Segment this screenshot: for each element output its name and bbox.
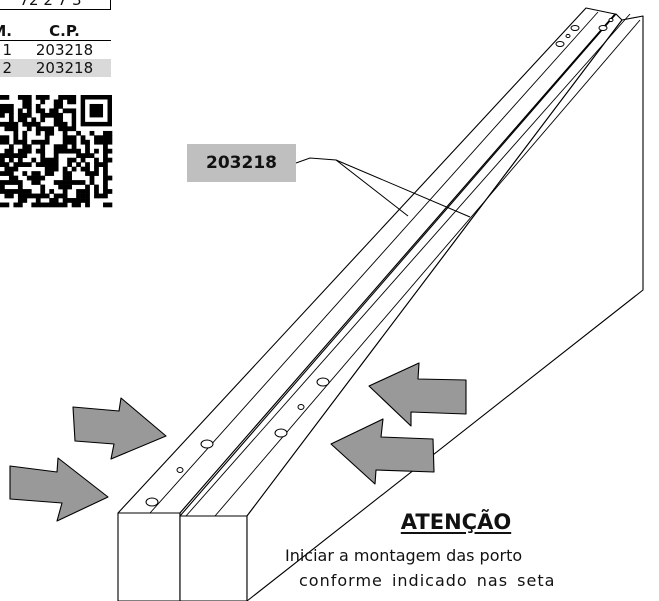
document-code-box: 72 2 7 3 (0, 0, 111, 10)
column-header-item: M. (0, 24, 18, 41)
assembly-instruction-page: 72 2 7 3 M. C.P. 1 203218 2 203218 (0, 0, 644, 601)
beam-right-front-face (179, 515, 248, 601)
column-header-code: C.P. (18, 24, 111, 41)
hole (608, 17, 614, 23)
hole (565, 33, 571, 39)
row-part-code: 203218 (35, 41, 94, 59)
hole (274, 428, 288, 438)
table-row: 1 203218 (0, 41, 111, 60)
beam-left-front-face (117, 512, 181, 601)
warning-title: ATENÇÃO (400, 510, 512, 534)
warning-text-line-1: Iniciar a montagem das porto (285, 546, 523, 565)
hole (598, 25, 608, 31)
qr-code-icon (0, 95, 113, 208)
hole (145, 497, 159, 507)
hole (316, 377, 330, 387)
assembly-arrows (9, 362, 467, 522)
hole (176, 467, 184, 473)
arrow-lower-left-icon (9, 457, 109, 522)
row-item-number: 1 (2, 41, 12, 59)
label-leader-lines (295, 157, 471, 218)
part-label-box: 203218 (187, 144, 296, 182)
parts-table-header: M. C.P. (0, 24, 111, 41)
document-code: 72 2 7 3 (19, 0, 82, 9)
hole (297, 404, 305, 410)
hole (570, 25, 580, 31)
warning-text-line-2: conforme indicado nas seta (299, 571, 556, 590)
arrow-lower-right-icon (330, 418, 435, 485)
arrow-upper-right-icon (368, 362, 467, 427)
parts-table: M. C.P. 1 203218 2 203218 (0, 24, 111, 77)
beam-holes (145, 17, 614, 507)
part-label: 203218 (206, 153, 277, 173)
table-row: 2 203218 (0, 59, 111, 77)
hole (555, 41, 565, 47)
technical-drawing (0, 7, 644, 601)
arrow-upper-left-icon (72, 397, 167, 460)
row-item-number: 2 (0, 59, 18, 77)
row-part-code: 203218 (18, 59, 111, 77)
hole (200, 439, 214, 449)
